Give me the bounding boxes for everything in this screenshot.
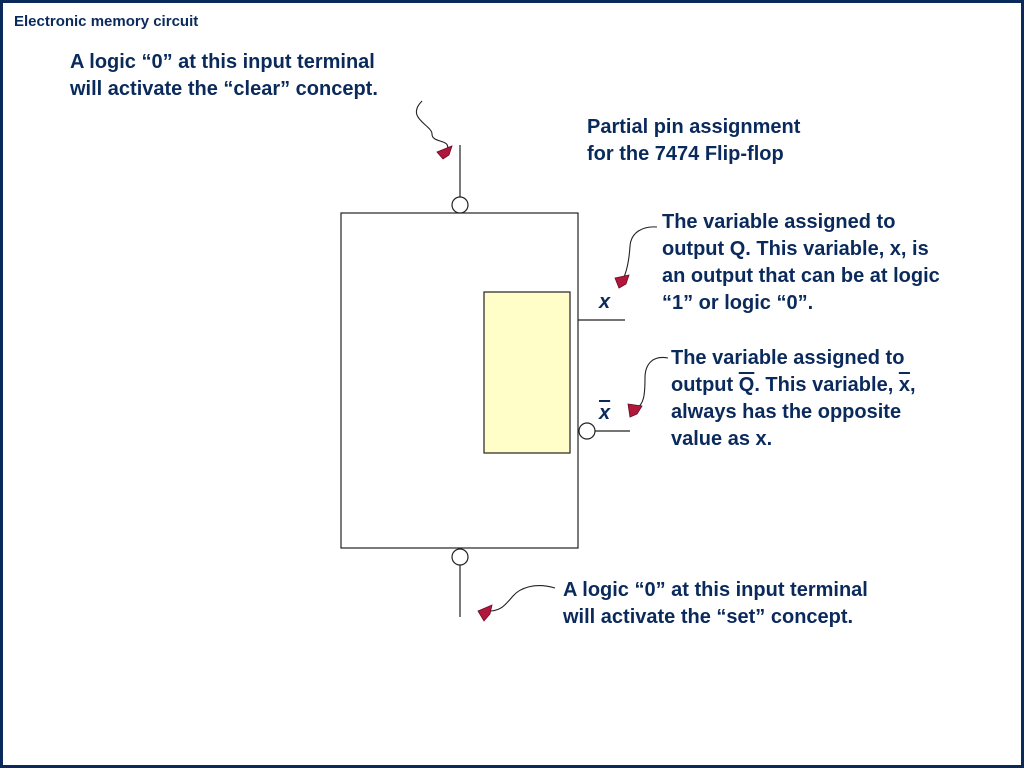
- caption-line-2: for the 7474 Flip-flop: [587, 143, 784, 165]
- q-annotation-line-4: “1” or logic “0”.: [662, 292, 814, 314]
- qbar-overlined-q: Q: [738, 374, 755, 396]
- set-callout-curve: [490, 585, 556, 612]
- qbar-variable-label-wrap: x: [599, 402, 610, 425]
- qbar-callout-arrow-icon: [627, 403, 643, 418]
- q-callout-arrow-icon: [614, 274, 630, 289]
- qbar-annotation-line-3: always has the opposite: [671, 401, 902, 423]
- q-annotation-line-2: output Q. This variable, x, is: [662, 238, 929, 260]
- q-variable-label: x: [599, 291, 611, 313]
- set-annotation-line-2: will activate the “set” concept.: [563, 606, 854, 628]
- clear-annotation-line-2: will activate the “clear” concept.: [70, 78, 378, 100]
- set-inversion-bubble: [451, 548, 469, 566]
- set-annotation: A logic “0” at this input terminal will …: [563, 577, 868, 631]
- output-terminals-box: [483, 291, 571, 454]
- q-annotation-line-3: an output that can be at logic: [662, 265, 940, 287]
- q-callout-curve: [621, 226, 658, 282]
- set-callout-arrow-icon: [477, 604, 493, 622]
- caption-line-1: Partial pin assignment: [587, 116, 801, 138]
- clear-annotation: A logic “0” at this input terminal will …: [70, 49, 378, 103]
- clear-callout-curve: [415, 100, 449, 152]
- qbar-output-annotation: The variable assigned to output Q. This …: [671, 345, 916, 453]
- qbar-overlined-x: x: [898, 374, 910, 396]
- qbar-annotation-line-1: The variable assigned to: [671, 347, 905, 369]
- qbar-variable-label: x: [599, 402, 611, 424]
- set-annotation-line-1: A logic “0” at this input terminal: [563, 579, 868, 601]
- clear-annotation-line-1: A logic “0” at this input terminal: [70, 51, 375, 73]
- slide-title: Electronic memory circuit: [14, 13, 199, 30]
- clear-callout-arrow-icon: [436, 145, 453, 160]
- qbar-inversion-bubble: [578, 422, 596, 440]
- q-annotation-line-1: The variable assigned to: [662, 211, 896, 233]
- qbar-annotation-line-2: output Q. This variable, x,: [671, 374, 916, 396]
- qbar-annotation-line-4: value as x.: [671, 428, 773, 450]
- clear-inversion-bubble: [451, 196, 469, 214]
- pin-assignment-caption: Partial pin assignment for the 7474 Flip…: [587, 114, 800, 168]
- qbar-callout-curve: [635, 356, 669, 410]
- q-output-annotation: The variable assigned to output Q. This …: [662, 209, 940, 317]
